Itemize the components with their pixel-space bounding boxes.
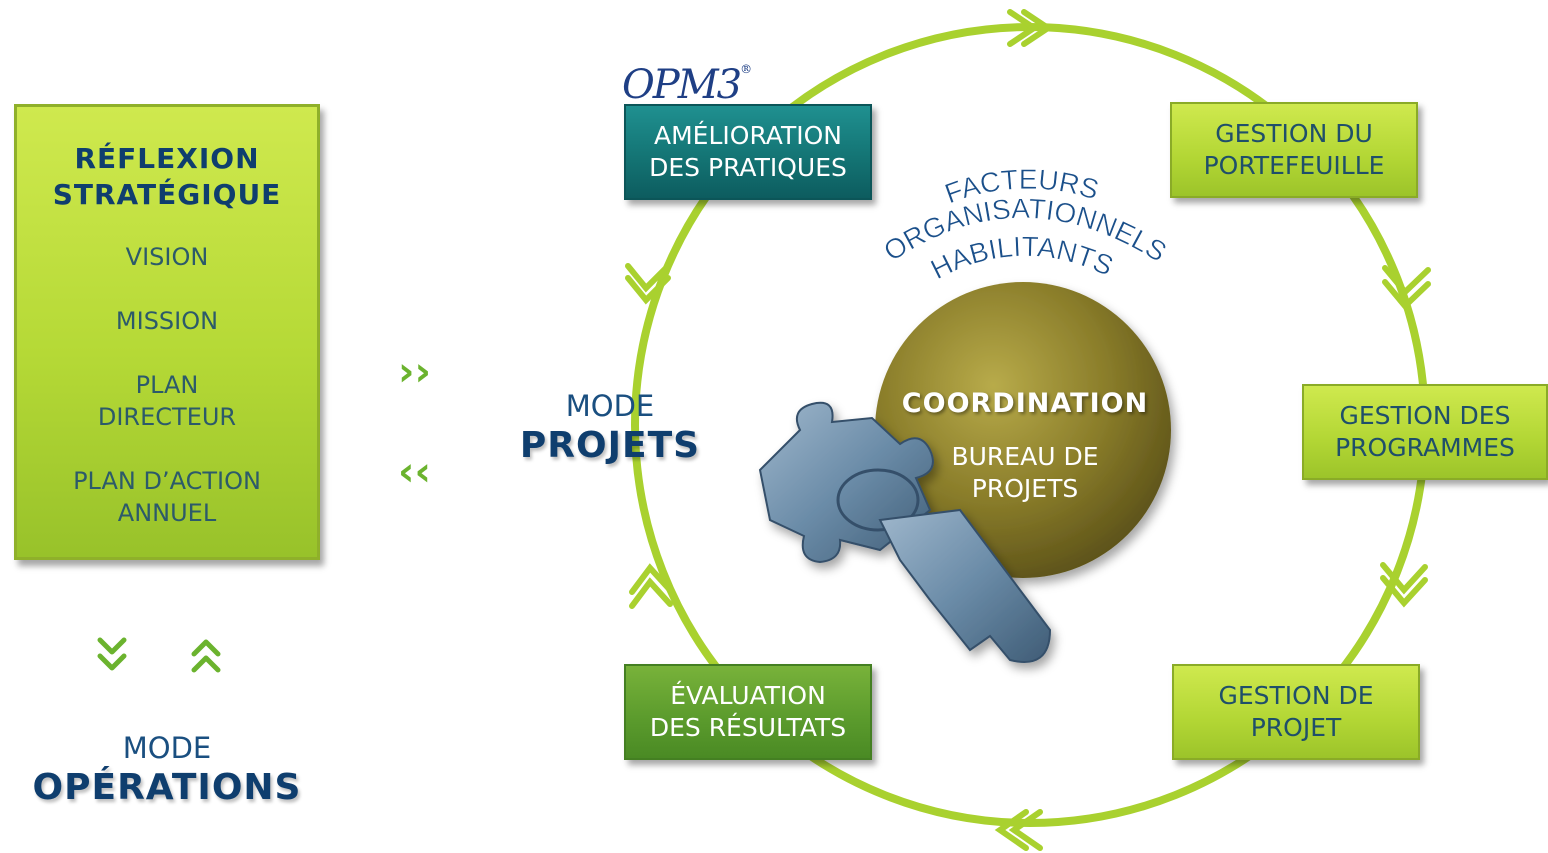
cycle-arrowheads: [625, 9, 1431, 851]
panel-item-annuel: ANNUEL: [117, 499, 217, 527]
bureau-projets-line2: PROJETS: [971, 474, 1079, 503]
chevron-up-icon: [191, 639, 221, 673]
panel-item-mission: MISSION: [115, 307, 219, 335]
puzzle-person-icon: [758, 401, 1052, 663]
panel-item-plan-action: PLAN D’ACTION: [73, 467, 261, 495]
strategic-reflection-panel: RÉFLEXION STRATÉGIQUE VISION MISSION PLA…: [14, 104, 320, 560]
chevron-left-icon: ‹‹: [398, 449, 431, 495]
arrowhead-top-icon: [1007, 9, 1054, 47]
coordination-text: COORDINATION BUREAU DE PROJETS: [880, 388, 1170, 505]
coordination-disk: [875, 282, 1171, 578]
panel-item-plan: PLAN: [135, 371, 199, 399]
panel-item-directeur: DIRECTEUR: [97, 403, 237, 431]
panel-item-vision: VISION: [125, 243, 209, 271]
arrowhead-right-lower-icon: [1380, 562, 1428, 608]
arc-label: FACTEURS ORGANISATIONNELS HABILITANTS: [878, 163, 1172, 285]
bureau-projets-line1: BUREAU DE: [951, 442, 1099, 471]
arrowhead-bottom-icon: [994, 809, 1043, 851]
chevron-right-icon: ››: [398, 349, 431, 395]
vertical-chevrons: [97, 637, 221, 673]
arc-text-line3: HABILITANTS: [926, 231, 1118, 285]
arrowhead-right-upper-icon: [1382, 265, 1431, 311]
opm3-logo: OPM3®: [622, 62, 752, 108]
mode-projets-label: MODE PROJETS: [519, 389, 701, 466]
mode-operations-label: MODE OPÉRATIONS: [32, 731, 302, 808]
arrowhead-left-upper-icon: [625, 263, 671, 305]
arrowhead-left-lower-icon: [629, 563, 673, 609]
chevron-down-icon: [97, 637, 127, 671]
coordination-title: COORDINATION: [901, 388, 1149, 419]
panel-title: RÉFLEXION STRATÉGIQUE: [52, 142, 282, 211]
